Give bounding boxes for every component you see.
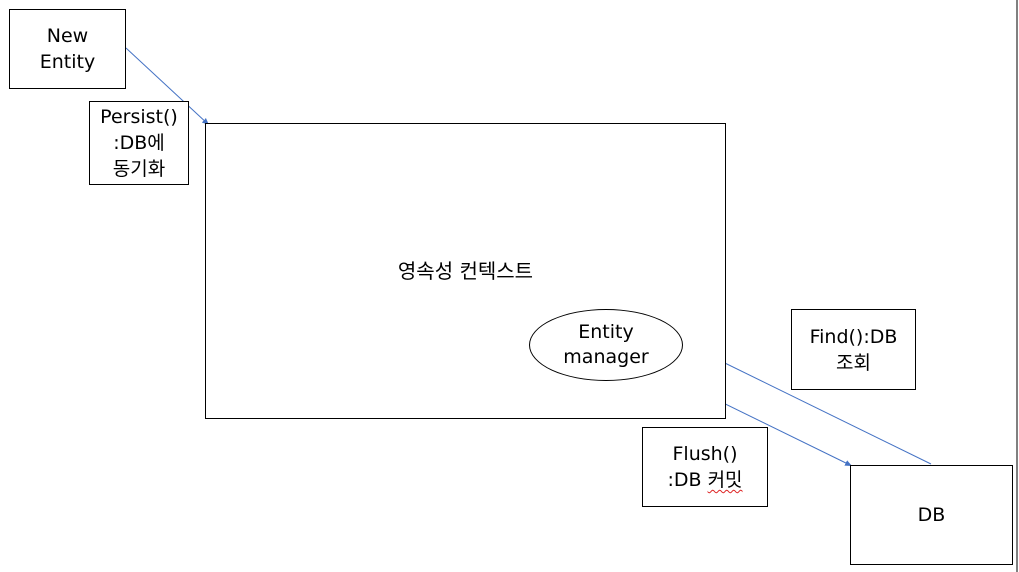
find-note-box: Find():DB 조회 — [791, 309, 916, 390]
entity-manager-label-line1: Entity — [578, 321, 634, 343]
flush-note-line2-prefix: :DB — [667, 469, 708, 491]
new-entity-to-context-arrow — [125, 47, 210, 126]
entity-manager-ellipse: Entity manager — [529, 309, 683, 381]
persist-note-box: Persist() :DB에 동기화 — [89, 101, 189, 185]
flush-note-line2-word: 커밋 — [707, 469, 743, 491]
db-label: DB — [917, 504, 946, 526]
find-note-line1: Find():DB — [809, 325, 898, 348]
new-entity-box: New Entity — [9, 9, 126, 89]
new-entity-label-line1: New — [46, 25, 89, 47]
persistence-context-box: 영속성 컨텍스트 — [205, 123, 726, 419]
persistence-context-label: 영속성 컨텍스트 — [397, 259, 534, 283]
entity-manager-label-line2: manager — [563, 346, 649, 368]
db-box: DB — [850, 465, 1013, 565]
flush-note-line1: Flush() — [672, 443, 738, 465]
new-entity-label-line2: Entity — [39, 51, 96, 73]
flush-note-box: Flush() :DB 커밋 — [642, 427, 768, 507]
persist-note-line1: Persist() — [100, 106, 178, 128]
flush-note-line2: :DB 커밋 — [667, 467, 742, 493]
find-note-line2: 조회 — [836, 351, 871, 374]
persist-note-line2: :DB에 — [113, 132, 165, 154]
persist-note-line3: 동기화 — [112, 158, 166, 180]
